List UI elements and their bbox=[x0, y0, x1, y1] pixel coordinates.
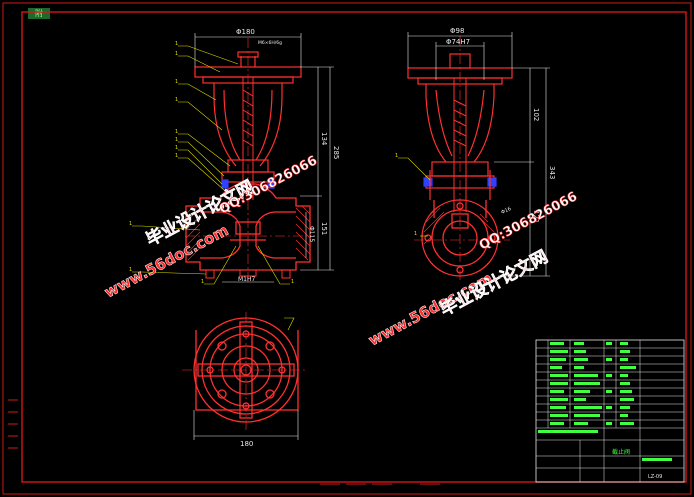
front-leader-label: 1 bbox=[175, 153, 178, 159]
watermark-qq: QQ:306826066 bbox=[477, 189, 580, 253]
front-dim-bottom-note: M1H7 bbox=[238, 276, 256, 283]
side-dimensions bbox=[407, 32, 550, 277]
bottom-bolts bbox=[205, 269, 291, 279]
side-leader-label: 1 bbox=[395, 153, 398, 159]
gland bbox=[221, 159, 275, 189]
title-block: 截止阀 LZ-09 bbox=[535, 339, 685, 483]
front-leader-label: 1 bbox=[175, 51, 178, 57]
front-leader-label: 1 bbox=[129, 221, 132, 227]
front-dim-height-upper: 134 bbox=[320, 132, 328, 146]
handwheel bbox=[194, 51, 302, 84]
side-dim-height-b: 121 bbox=[532, 210, 540, 223]
valve-body bbox=[185, 183, 311, 271]
front-dim-top-width: Φ180 bbox=[236, 28, 255, 36]
watermark-left: www.56doc.com 毕业设计论文网 QQ:306826066 bbox=[101, 153, 320, 302]
side-dim-top-width: Φ98 bbox=[450, 27, 464, 35]
front-dim-height-total: 285 bbox=[332, 146, 340, 159]
front-leader-label: 1 bbox=[291, 279, 294, 285]
front-leader-label: 1 bbox=[175, 79, 178, 85]
side-stem bbox=[453, 78, 467, 212]
side-bonnet-bolts bbox=[423, 161, 497, 200]
front-leader-label: 1 bbox=[175, 145, 178, 151]
front-leader-label: 1 bbox=[129, 267, 132, 273]
front-dim-bore: Φ115 bbox=[308, 226, 315, 242]
side-dim-height-total: 343 bbox=[548, 166, 556, 179]
drawing-code: LZ-09 bbox=[648, 474, 662, 480]
front-view: Φ180 M6×6H/6g 134 285 151 Φ115 M1H7 1 1 … bbox=[129, 28, 340, 285]
corner-tag: 附 bbox=[28, 8, 50, 19]
front-leader-label: 1 bbox=[175, 97, 178, 103]
side-body-flange bbox=[421, 199, 499, 277]
front-leaders bbox=[132, 45, 290, 285]
drawing-name: 截止阀 bbox=[612, 448, 630, 456]
front-dim-top-note: M6×6H/6g bbox=[258, 40, 282, 46]
side-dim-height-a: 102 bbox=[532, 108, 540, 121]
valve-stem bbox=[242, 77, 254, 200]
side-view: Φ98 Φ74H7 102 121 343 Φ16 1 1 bbox=[395, 27, 556, 282]
front-dim-height-lower: 151 bbox=[320, 222, 328, 235]
side-dim-fit: Φ74H7 bbox=[446, 38, 470, 46]
front-leader-label: 1 bbox=[175, 137, 178, 143]
side-yoke bbox=[425, 84, 495, 163]
watermark-brand: 毕业设计论文网 bbox=[436, 246, 551, 320]
front-leader-label: 1 bbox=[175, 129, 178, 135]
side-flange-hatch bbox=[423, 207, 497, 245]
side-leader-label: 1 bbox=[414, 231, 417, 237]
front-leader-label: 1 bbox=[201, 279, 204, 285]
plan-view: 180 bbox=[182, 312, 308, 448]
plan-dim-width: 180 bbox=[240, 440, 253, 448]
front-dimensions bbox=[194, 33, 334, 283]
side-leaders bbox=[398, 157, 431, 237]
front-leader-label: 1 bbox=[175, 41, 178, 47]
inner-border bbox=[21, 11, 687, 483]
margin-ticks bbox=[8, 399, 18, 449]
side-handwheel bbox=[407, 53, 513, 85]
side-dim-flange-note: Φ16 bbox=[500, 206, 512, 216]
flange-hatch bbox=[185, 205, 311, 261]
